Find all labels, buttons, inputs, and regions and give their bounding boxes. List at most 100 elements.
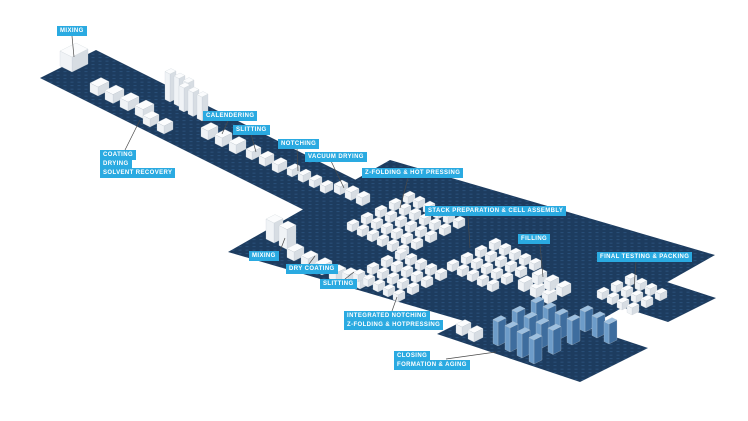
machine-face: [540, 320, 550, 349]
label-slitting-2: SLITTING: [320, 279, 357, 289]
leader-line: [221, 120, 229, 135]
machine-face: [414, 224, 428, 232]
machine-face: [366, 228, 380, 236]
machine-face: [380, 254, 394, 262]
machine-face: [514, 264, 528, 272]
machine-face: [386, 238, 400, 246]
leader-lines: [71, 35, 637, 360]
machine-face: [424, 262, 438, 270]
machine-face: [492, 315, 507, 323]
machine-face: [352, 268, 366, 276]
machine-face: [360, 211, 374, 219]
machine-face: [606, 291, 620, 299]
machine-face: [446, 258, 460, 266]
leader-line: [330, 160, 345, 189]
machine-face: [380, 221, 394, 229]
machine-face: [390, 226, 404, 234]
machine-face: [396, 276, 410, 284]
machine-face: [566, 314, 581, 322]
machine-face: [497, 317, 507, 347]
machine-face: [460, 251, 474, 259]
label-coating: COATING: [100, 150, 137, 160]
machine-face: [394, 247, 408, 255]
label-calendering: CALENDERING: [203, 111, 258, 121]
leader-line: [391, 296, 398, 312]
machine-face: [547, 327, 554, 355]
label-drying: DRYING: [100, 159, 132, 169]
leader-line: [399, 177, 409, 209]
label-final-testing-packing: FINAL TESTING & PACKING: [597, 252, 693, 262]
machine-face: [504, 259, 518, 267]
machine-face: [164, 71, 171, 103]
machine-face: [523, 311, 538, 319]
machine-face: [402, 190, 416, 198]
machine-face: [434, 267, 448, 275]
machine-face: [366, 261, 380, 269]
machine-face: [516, 327, 531, 335]
machine-face: [528, 333, 543, 341]
machine-face: [494, 254, 508, 262]
machine-face: [300, 250, 319, 260]
machine-face: [596, 286, 610, 294]
machine-face: [626, 301, 640, 309]
leader-line: [633, 260, 637, 289]
machine-face: [424, 229, 438, 237]
label-solvent-recovery: SOLVENT RECOVERY: [100, 168, 176, 178]
leader-line: [308, 255, 316, 265]
machine-face: [508, 247, 522, 255]
machine-face: [392, 288, 406, 296]
machine-face: [406, 281, 420, 289]
machine-face: [178, 82, 191, 89]
machine-face: [509, 323, 519, 353]
machine-face: [530, 296, 545, 304]
label-formation-aging: FORMATION & AGING: [394, 360, 470, 370]
machine-face: [517, 275, 534, 284]
leader-line: [71, 35, 75, 58]
machine-face: [398, 202, 412, 210]
machine-face: [388, 197, 402, 205]
machine-face: [265, 214, 284, 224]
machine-face: [654, 287, 668, 295]
label-stack-preparation: STACK PREPARATION & CELL ASSEMBLY: [425, 206, 567, 216]
machine-face: [596, 313, 606, 339]
machine-face: [620, 284, 634, 292]
machine-face: [490, 266, 504, 274]
machine-face: [346, 218, 360, 226]
label-filling: FILLING: [518, 234, 551, 244]
machine-face: [196, 94, 203, 122]
leader-line: [124, 119, 141, 151]
leader-line: [296, 147, 299, 172]
machine-face: [610, 279, 624, 287]
machine-face: [134, 99, 155, 110]
machine-face: [452, 215, 466, 223]
label-vacuum-drying: VACUUM DRYING: [305, 152, 367, 162]
machine-face: [187, 86, 200, 93]
machine-face: [579, 309, 586, 333]
machine-face: [533, 335, 543, 365]
machine-face: [486, 278, 500, 286]
leader-line: [467, 215, 471, 249]
machine-face: [412, 195, 426, 203]
machine-face: [89, 77, 110, 88]
label-notching: NOTCHING: [278, 139, 320, 149]
machine-face: [579, 305, 594, 313]
machine-face: [362, 273, 376, 281]
machine-face: [404, 252, 418, 260]
machine-face: [516, 331, 523, 359]
machine-face: [476, 273, 490, 281]
machine-face: [608, 319, 618, 345]
machine-face: [470, 256, 484, 264]
machine-face: [603, 321, 610, 345]
machine-face: [504, 321, 519, 329]
machine-face: [278, 225, 288, 250]
platform-2: [228, 160, 715, 347]
machine-face: [400, 264, 414, 272]
machine-face: [344, 185, 360, 193]
machine-face: [634, 277, 648, 285]
machine-face: [382, 283, 396, 291]
machine-face: [438, 222, 452, 230]
machine-face: [644, 282, 658, 290]
machine-face: [394, 214, 408, 222]
